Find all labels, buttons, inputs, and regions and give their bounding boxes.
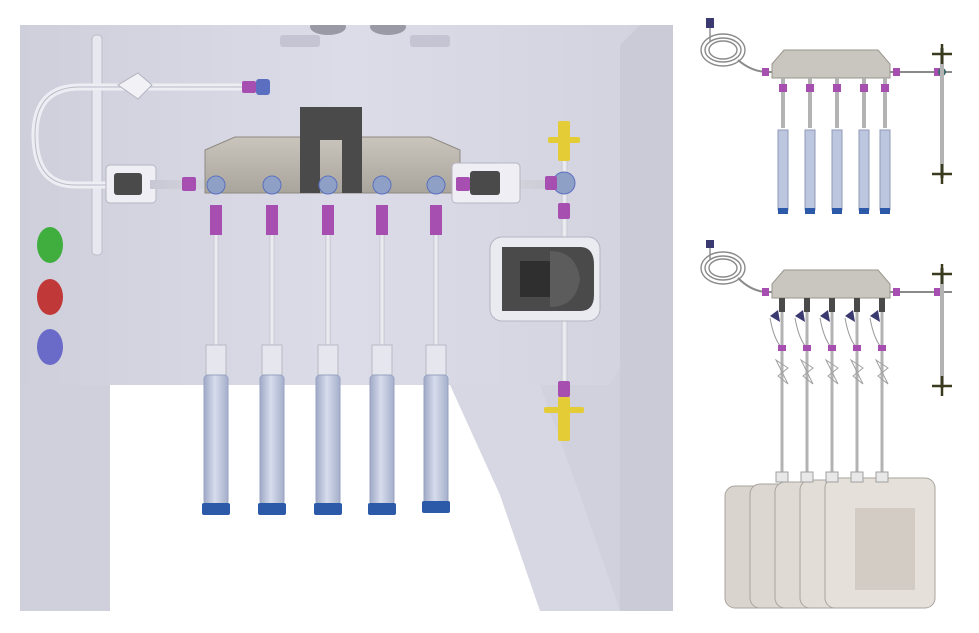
- syringe-set-schematic: [690, 12, 975, 222]
- syringe-schematic: [700, 18, 952, 214]
- bag-line-1: [769, 298, 789, 480]
- manifold: [771, 269, 891, 299]
- blue-button[interactable]: [37, 329, 63, 365]
- manifold: [771, 49, 891, 79]
- vertical-line: [940, 268, 944, 388]
- left-manifold-connector: [182, 177, 196, 191]
- bag-schematic: [700, 240, 952, 609]
- syringe-cap: [202, 503, 230, 515]
- bag-line-3: [819, 298, 839, 480]
- bag-line-2: [794, 298, 814, 480]
- vertical-line: [940, 48, 944, 178]
- syringe-4: [858, 78, 870, 214]
- syringe-1: [777, 78, 789, 214]
- top-knob-right: [370, 25, 406, 35]
- syringe-cap: [314, 503, 342, 515]
- spike-cap: [256, 79, 270, 95]
- machine-side: [110, 45, 640, 611]
- side-rail: [91, 34, 103, 256]
- spike-connector: [242, 81, 256, 93]
- left-tube-holder-jaw: [114, 173, 142, 195]
- top-clamp: [932, 44, 952, 64]
- syringe-branch-1: [202, 175, 230, 515]
- bag-line-4: [844, 298, 864, 480]
- right-holder-connector: [456, 177, 470, 191]
- top-slot-left: [280, 35, 320, 47]
- syringe-branch-2: [258, 175, 286, 515]
- syringe-2: [804, 78, 816, 214]
- line-clip: [117, 72, 153, 100]
- manifold-clamp: [300, 107, 362, 193]
- bag-stack: [724, 471, 936, 609]
- syringe-3: [831, 78, 843, 214]
- bag-set-schematic: [690, 240, 975, 620]
- machine-right-edge: [620, 25, 673, 611]
- syringe-5: [879, 78, 891, 214]
- syringe-branch-3: [314, 175, 342, 515]
- syringe-cap: [422, 501, 450, 513]
- device-render: [20, 25, 673, 611]
- spike-cap: [706, 18, 714, 28]
- top-knob-left: [310, 25, 346, 35]
- top-slot-right: [410, 35, 450, 47]
- syringe-cap: [258, 503, 286, 515]
- syringe-cap: [368, 503, 396, 515]
- bag-line-5: [869, 298, 889, 480]
- syringe-branch-5: [422, 175, 450, 513]
- bottom-clamp: [932, 376, 952, 396]
- machine-left-column: [20, 385, 110, 611]
- spike-cap: [706, 240, 714, 248]
- rendered-device-panel: [20, 25, 673, 611]
- green-button[interactable]: [37, 227, 63, 263]
- top-clamp: [932, 264, 952, 284]
- syringe-branch-4: [368, 175, 396, 515]
- red-button[interactable]: [37, 279, 63, 315]
- right-tube-holder-jaw: [470, 171, 500, 195]
- bottom-clamp: [932, 164, 952, 184]
